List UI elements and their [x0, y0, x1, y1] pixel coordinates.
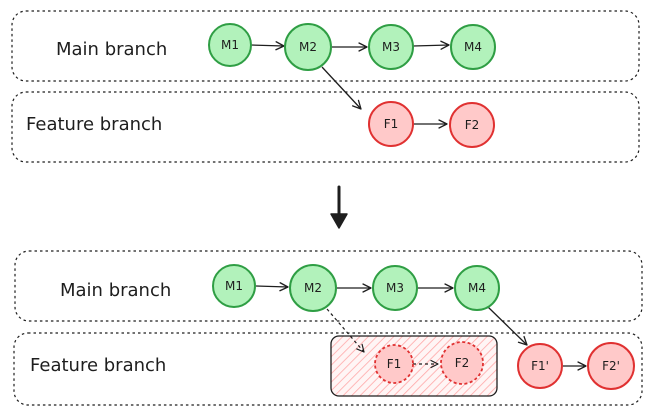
commit-f1: F1: [368, 101, 414, 147]
svg-text:M1: M1: [225, 279, 243, 293]
feature-branch-lane: [11, 91, 640, 163]
svg-text:M2: M2: [304, 281, 322, 295]
svg-text:M3: M3: [382, 40, 400, 54]
commit-m1: M1: [208, 23, 252, 67]
commit-f1-old: F1: [374, 344, 414, 384]
commit-m3: M3: [368, 24, 414, 70]
main-branch-label: Main branch: [56, 39, 167, 60]
edge-m4-f1-rebased: [487, 306, 528, 346]
edge-m1-m2-after: [255, 282, 289, 292]
main-branch-lane: [11, 10, 640, 82]
commit-f2-old: F2: [440, 341, 484, 385]
commit-f2-rebased: F2': [587, 342, 635, 390]
edge-m2-f1: [321, 66, 362, 110]
svg-text:M3: M3: [386, 281, 404, 295]
edge-m3-m4: [412, 40, 450, 50]
svg-text:M1: M1: [221, 38, 239, 52]
before-diagram: Main branch Feature branch M1 M2 M3 M4: [11, 10, 640, 163]
arrow-down-icon: [330, 185, 348, 229]
svg-text:M4: M4: [468, 281, 486, 295]
after-diagram: Main branch Feature branch M1 M2 M3 M4: [13, 250, 643, 406]
commit-f2: F2: [449, 102, 495, 148]
svg-text:F1': F1': [531, 359, 549, 373]
commit-m1-after: M1: [212, 264, 256, 308]
svg-text:F2: F2: [455, 356, 470, 370]
svg-text:F2: F2: [465, 118, 480, 132]
commit-m2: M2: [284, 23, 332, 71]
commit-m3-after: M3: [372, 265, 418, 311]
feature-branch-lane-after: [13, 332, 643, 406]
svg-text:F1: F1: [387, 357, 402, 371]
main-branch-label-after: Main branch: [60, 280, 171, 301]
commit-f1-rebased: F1': [517, 343, 563, 389]
feature-branch-label-after: Feature branch: [30, 355, 166, 376]
svg-text:M4: M4: [464, 40, 482, 54]
svg-text:F2': F2': [602, 359, 620, 373]
commit-m4-after: M4: [454, 265, 500, 311]
svg-text:F1: F1: [384, 117, 399, 131]
main-branch-lane-after: [14, 250, 643, 322]
commit-m2-after: M2: [289, 264, 337, 312]
commit-m4: M4: [450, 24, 496, 70]
feature-branch-label: Feature branch: [26, 114, 162, 135]
svg-text:M2: M2: [299, 40, 317, 54]
edge-m1-m2: [250, 41, 285, 51]
